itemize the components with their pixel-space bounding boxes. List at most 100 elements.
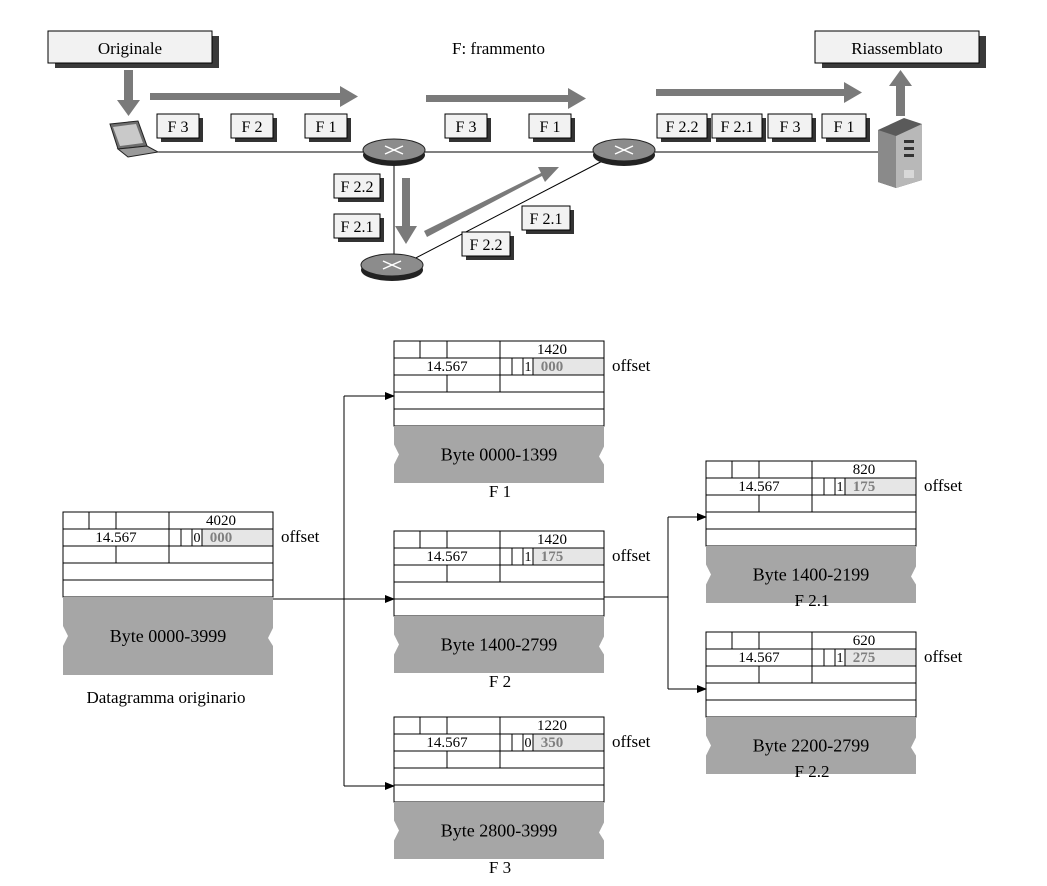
laptop-icon bbox=[109, 120, 160, 158]
down-path-fragments: F 2.2 F 2.1 bbox=[333, 173, 384, 242]
legend-caption: F: frammento bbox=[452, 39, 545, 58]
payload-block bbox=[394, 802, 604, 859]
fragment-tag: F 1 bbox=[304, 113, 351, 142]
identification-value: 14.567 bbox=[738, 650, 780, 666]
ip-header bbox=[705, 631, 917, 718]
ip-header bbox=[393, 530, 605, 617]
fragment-tag-label: F 1 bbox=[540, 119, 561, 136]
payload-bytes-label: Byte 2800-3999 bbox=[441, 821, 558, 841]
offset-label: offset bbox=[612, 732, 651, 751]
datagram-caption: Datagramma originario bbox=[86, 688, 245, 707]
fragment-tag: F 3 bbox=[156, 113, 203, 142]
datagram-caption: F 2.1 bbox=[795, 591, 830, 610]
identification-value: 14.567 bbox=[738, 479, 780, 495]
payload-bytes-label: Byte 0000-1399 bbox=[441, 445, 558, 465]
payload-block bbox=[63, 597, 273, 675]
fragment-tag: F 2.1 bbox=[521, 205, 574, 234]
total-length-value: 1220 bbox=[537, 718, 567, 734]
fragment-tag-label: F 2 bbox=[242, 119, 263, 136]
ip-header bbox=[393, 716, 605, 803]
total-length-value: 620 bbox=[853, 633, 876, 649]
datagram-caption: F 2 bbox=[489, 672, 511, 691]
fragment-tag-label: F 3 bbox=[456, 119, 477, 136]
offset-value: 350 bbox=[541, 735, 564, 751]
datagram-caption: F 1 bbox=[489, 482, 511, 501]
offset-field bbox=[845, 478, 916, 495]
fragment-tag-label: F 1 bbox=[316, 119, 337, 136]
identification-value: 14.567 bbox=[95, 530, 137, 546]
payload-bytes-label: Byte 2200-2799 bbox=[753, 736, 870, 756]
total-length-value: 820 bbox=[853, 462, 876, 478]
mf-flag-value: 1 bbox=[837, 480, 844, 495]
offset-value: 275 bbox=[853, 650, 876, 666]
ip-header bbox=[705, 460, 917, 547]
payload-block bbox=[394, 426, 604, 483]
ip-header bbox=[62, 511, 274, 598]
arrow-right-left-segment bbox=[150, 86, 358, 107]
fragment-tag: F 2.2 bbox=[656, 113, 711, 142]
fragment-tag-label: F 2.2 bbox=[666, 119, 699, 136]
datagram-caption: F 2.2 bbox=[795, 762, 830, 781]
fragment-tag: F 2.2 bbox=[333, 173, 384, 202]
offset-label: offset bbox=[924, 476, 963, 495]
arrow-diagonal-branch bbox=[424, 167, 559, 237]
fragment-tag: F 2.2 bbox=[461, 231, 514, 260]
fragment-tag-label: F 2.1 bbox=[721, 119, 754, 136]
left-segment-fragments: F 3 F 2 F 1 bbox=[156, 113, 351, 142]
mf-flag-value: 1 bbox=[525, 360, 532, 375]
fragment-tag-label: F 3 bbox=[780, 119, 801, 136]
offset-label: offset bbox=[281, 527, 320, 546]
offset-value: 000 bbox=[210, 530, 233, 546]
router-icon bbox=[360, 253, 424, 281]
up-path-fragments: F 2.1 F 2.2 bbox=[461, 205, 574, 260]
identification-value: 14.567 bbox=[426, 735, 468, 751]
router-icon bbox=[362, 138, 426, 166]
mf-flag-value: 1 bbox=[837, 651, 844, 666]
original-label-box: Originale bbox=[47, 30, 219, 68]
ip-header bbox=[393, 340, 605, 427]
offset-field bbox=[533, 734, 604, 751]
payload-bytes-label: Byte 1400-2799 bbox=[441, 635, 558, 655]
reassembled-label-box: Riassemblato bbox=[814, 30, 986, 68]
fragment-connectors bbox=[273, 392, 707, 790]
identification-value: 14.567 bbox=[426, 549, 468, 565]
fragment-tag: F 2.1 bbox=[333, 213, 384, 242]
arrow-down-original bbox=[117, 70, 140, 116]
network-section: Originale F: frammento Riassemblato bbox=[47, 30, 986, 281]
mf-flag-value: 0 bbox=[194, 531, 201, 546]
payload-bytes-label: Byte 0000-3999 bbox=[110, 626, 227, 646]
link-diagonal bbox=[407, 155, 613, 263]
reassembled-label: Riassemblato bbox=[851, 39, 943, 58]
arrow-right-right-segment bbox=[656, 82, 862, 103]
fragment-tag: F 1 bbox=[528, 113, 575, 142]
offset-label: offset bbox=[924, 647, 963, 666]
arrow-up-reassembled bbox=[889, 70, 912, 116]
fragment-tag-label: F 3 bbox=[168, 119, 189, 136]
fragment-tag: F 1 bbox=[821, 113, 870, 142]
total-length-value: 1420 bbox=[537, 342, 567, 358]
fragment-tag: F 3 bbox=[444, 113, 491, 142]
fragment-tag: F 2 bbox=[230, 113, 277, 142]
fragment-tag: F 3 bbox=[767, 113, 816, 142]
fragment-tag-label: F 2.1 bbox=[341, 219, 374, 236]
datagram-caption: F 3 bbox=[489, 858, 511, 877]
original-label: Originale bbox=[98, 39, 162, 58]
server-icon bbox=[878, 118, 922, 188]
offset-value: 000 bbox=[541, 359, 564, 375]
middle-segment-fragments: F 3 F 1 bbox=[444, 113, 575, 142]
offset-field bbox=[533, 358, 604, 375]
offset-label: offset bbox=[612, 546, 651, 565]
flow-arrows bbox=[117, 70, 912, 244]
identification-value: 14.567 bbox=[426, 359, 468, 375]
offset-field bbox=[202, 529, 273, 546]
offset-field bbox=[533, 548, 604, 565]
offset-value: 175 bbox=[853, 479, 876, 495]
